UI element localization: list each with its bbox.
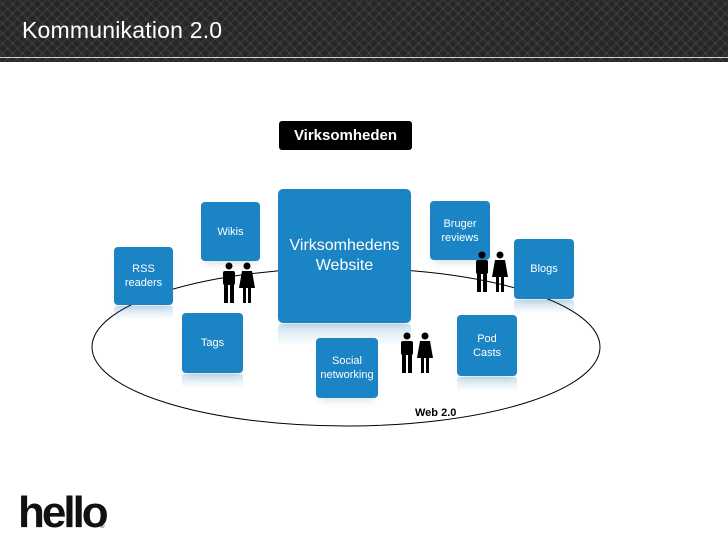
slide-title: Kommunikation 2.0	[22, 17, 223, 43]
hello-logo: hello	[18, 488, 109, 537]
social-networking-label: Social networking	[320, 355, 374, 381]
rss-readers-tile: RSS readers	[114, 247, 173, 305]
rss-readers-label: RSS readers	[124, 263, 163, 289]
tags-label: Tags	[200, 337, 225, 349]
user-reviews-label: Bruger reviews	[441, 217, 479, 244]
podcasts-label: Pod Casts	[472, 332, 502, 359]
tile-reflection	[182, 374, 243, 388]
blogs-tile: Blogs	[514, 239, 574, 299]
tags-tile: Tags	[182, 313, 243, 373]
podcasts-tile: Pod Casts	[457, 315, 517, 376]
header-divider	[0, 57, 728, 58]
company-label: Virksomheden	[279, 121, 412, 150]
user-reviews-tile: Bruger reviews	[430, 201, 490, 260]
web-2-label: Web 2.0	[415, 407, 457, 419]
people-icon	[223, 262, 255, 303]
slide-header	[0, 0, 728, 62]
tile-reflection	[457, 377, 517, 391]
company-website-label: Virksomhedens Website	[289, 237, 400, 274]
social-networking-tile: Social networking	[316, 338, 378, 398]
wikis-label: Wikis	[217, 225, 244, 238]
tile-reflection	[514, 300, 574, 314]
blogs-label: Blogs	[530, 263, 558, 275]
wikis-tile: Wikis	[201, 202, 260, 261]
company-website-tile: Virksomhedens Website	[278, 189, 411, 323]
people-icon	[476, 251, 508, 292]
registered-mark: ®	[100, 524, 105, 530]
people-icon	[401, 332, 433, 373]
tile-reflection	[114, 306, 173, 320]
